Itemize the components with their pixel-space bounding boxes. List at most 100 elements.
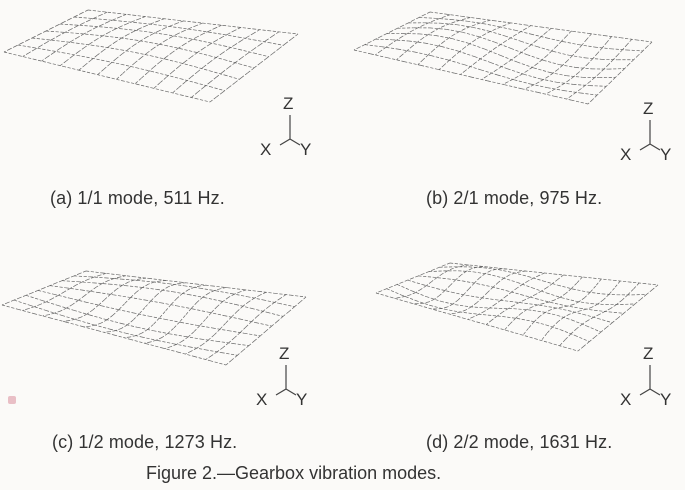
mesh-line: [61, 277, 69, 282]
mesh-line: [447, 303, 453, 308]
mesh-line: [487, 80, 505, 86]
mesh-line: [495, 299, 511, 302]
mesh-line: [438, 64, 445, 70]
mesh-line: [64, 28, 72, 33]
mesh-line: [449, 262, 465, 265]
mesh-line: [404, 300, 420, 306]
mesh-line: [543, 76, 549, 80]
mesh-line: [90, 286, 97, 292]
mesh-line: [213, 328, 221, 336]
mesh-line: [262, 306, 270, 312]
mesh-line: [534, 338, 550, 344]
mesh-line: [190, 71, 198, 78]
mesh-line: [458, 311, 474, 315]
mesh-line: [594, 331, 602, 338]
mesh-line: [109, 283, 126, 286]
mesh-line: [530, 83, 548, 89]
mesh-line: [239, 326, 247, 333]
mesh-line: [160, 280, 167, 282]
mesh-line: [115, 37, 122, 43]
mesh-line: [247, 296, 264, 301]
mesh-line: [536, 59, 543, 65]
mesh-line: [375, 38, 393, 41]
mesh-line: [442, 270, 448, 275]
mesh-line: [633, 282, 640, 290]
mesh-line: [209, 40, 217, 45]
axis-label-x: X: [620, 145, 632, 164]
mesh-line: [148, 281, 155, 285]
mesh-line: [587, 316, 594, 321]
mesh-line: [188, 294, 205, 298]
mesh-line: [177, 19, 194, 23]
mesh-line: [438, 41, 445, 47]
mesh-line: [22, 52, 29, 57]
mesh-line: [412, 41, 418, 47]
mesh-line: [526, 44, 532, 49]
mesh-line: [184, 56, 192, 63]
mesh-line: [404, 294, 411, 297]
mesh-line: [140, 277, 147, 280]
mesh-line: [476, 297, 483, 304]
mesh-line: [222, 342, 229, 348]
mesh-line: [522, 280, 529, 285]
mesh-line: [84, 291, 91, 297]
mesh-line: [190, 347, 197, 352]
mesh-line: [502, 316, 518, 319]
mesh-line: [375, 292, 391, 298]
mesh-line: [134, 278, 141, 281]
mesh-line: [277, 316, 284, 322]
mesh-line: [193, 356, 211, 362]
axis-label-y: Y: [660, 390, 672, 409]
mesh-line: [487, 273, 503, 279]
mesh-line: [95, 24, 103, 28]
mesh-line: [483, 23, 500, 28]
mesh-line: [575, 310, 581, 313]
mesh-line: [528, 309, 543, 313]
mesh-line: [251, 308, 268, 313]
mesh-line: [526, 306, 533, 310]
mesh-line: [506, 59, 512, 64]
mesh-line: [45, 30, 61, 33]
mesh-line: [517, 73, 523, 78]
mesh-line: [238, 36, 254, 41]
mesh-line: [425, 42, 442, 47]
mesh-line: [176, 305, 193, 310]
mesh-line: [67, 275, 75, 279]
axis-label-z: Z: [643, 344, 654, 363]
mesh-line: [242, 301, 249, 307]
mesh-line: [524, 270, 540, 273]
mesh-line: [266, 35, 273, 41]
mesh-line: [77, 319, 94, 326]
mesh-line: [48, 62, 63, 67]
mesh-line: [236, 305, 244, 312]
mesh-line: [73, 16, 90, 19]
mesh-line: [460, 309, 466, 313]
mesh-line: [121, 34, 128, 39]
mesh-line: [72, 51, 79, 57]
mesh-line: [627, 288, 634, 296]
mesh-line: [165, 58, 181, 64]
mesh-line: [464, 64, 482, 71]
mesh-line: [422, 284, 437, 289]
mesh-line: [109, 58, 117, 65]
mesh-line: [608, 59, 614, 65]
mesh-line: [73, 275, 90, 278]
mesh-line: [465, 17, 471, 20]
mesh-line: [140, 52, 148, 59]
mesh-line: [159, 56, 167, 63]
mesh-line: [547, 72, 554, 77]
mesh-line: [115, 328, 122, 331]
mesh-line: [445, 13, 462, 17]
caption-d: (d) 2/2 mode, 1631 Hz.: [426, 432, 613, 452]
mesh-line: [107, 19, 115, 23]
mesh-line: [573, 301, 580, 305]
mesh-line: [601, 58, 618, 61]
mesh-line: [396, 284, 412, 292]
mesh-line: [581, 39, 587, 46]
mesh-line: [592, 53, 598, 59]
mesh-line: [178, 81, 186, 88]
mesh-plot-c: [1, 270, 307, 366]
mesh-line: [494, 41, 512, 49]
mesh-line: [509, 301, 525, 304]
mesh-line: [65, 40, 72, 46]
